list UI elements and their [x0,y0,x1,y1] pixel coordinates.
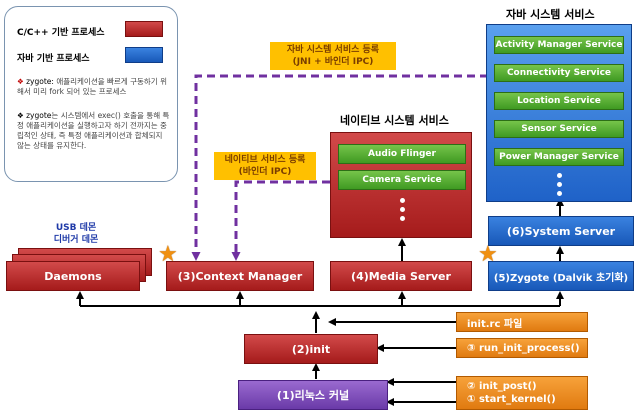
system-server-box: (6)System Server [488,216,634,246]
legend-note-1: ❖ zygote: 애플리케이션을 빠르게 구동하기 위해서 미리 fork 되… [17,77,171,97]
native-services-more [399,198,405,221]
legend-note-2: ❖ zygote는 시스템에서 exec() 호출을 통해 특정 애플리케이션을… [17,111,171,151]
legend-note-1-title: zygote: [26,77,54,86]
legend-note-2-text: 는 시스템에서 exec() 호출을 통해 특정 애플리케이션을 실행하고자 하… [17,111,170,150]
java-service-item: Connectivity Service [494,64,624,82]
java-registration-note: 자바 시스템 서비스 등록 (JNI + 바인더 IPC) [270,42,396,70]
kernel-steps-box: ② init_post() ① start_kernel() [456,376,588,410]
media-server-box: (4)Media Server [330,261,472,291]
star-icon: ★ [158,242,178,267]
bullet-icon: ❖ [17,77,24,86]
legend-note-2-title: zygote [26,111,52,120]
run-init-process-step: ③ run_init_process() [456,338,588,358]
legend-java-label: 자바 기반 프로세스 [17,54,90,64]
native-registration-note: 네이티브 서비스 등록 (바인더 IPC) [214,152,316,180]
native-registration-line2: (바인더 IPC) [238,167,292,177]
java-registration-line1: 자바 시스템 서비스 등록 [286,45,380,55]
context-manager-box: (3)Context Manager [166,261,314,291]
legend-panel: C/C++ 기반 프로세스 자바 기반 프로세스 ❖ zygote: 애플리케이… [4,6,178,182]
java-service-item: Location Service [494,92,624,110]
zygote-box: (5)Zygote (Dalvik 초기화) [488,261,634,291]
init-rc-step: init.rc 파일 [456,312,588,332]
native-services-title: 네이티브 시스템 서비스 [340,114,449,127]
java-service-item: Activity Manager Service [494,36,624,54]
legend-note-1-text: 애플리케이션을 빠르게 구동하기 위해서 미리 fork 되어 있는 프로세스 [17,77,167,96]
java-service-item: Sensor Service [494,120,624,138]
init-post-step: ② init_post() [467,381,537,392]
native-registration-line [231,180,330,261]
java-registration-line2: (JNI + 바인더 IPC) [292,57,374,67]
star-icon: ★ [478,242,498,267]
kernel-box: (1)리눅스 커널 [238,380,388,410]
usb-daemon-text: USB 데몬 [55,223,97,233]
native-service-item: Camera Service [338,170,466,190]
start-kernel-step: ① start_kernel() [467,394,556,405]
native-registration-line1: 네이티브 서비스 등록 [224,155,306,165]
java-service-item: Power Manager Service [494,148,624,166]
init-box: (2)init [244,334,378,364]
java-services-title: 자바 시스템 서비스 [506,8,595,21]
debugger-daemon-text: 디버거 데몬 [53,235,99,245]
legend-native-swatch [125,21,163,37]
legend-native-label: C/C++ 기반 프로세스 [17,28,105,38]
bullet-icon: ❖ [17,111,24,120]
java-services-more [556,173,562,196]
daemons-box: Daemons [6,261,140,291]
java-registration-line [191,74,488,261]
native-service-item: Audio Flinger [338,144,466,164]
legend-java-swatch [125,47,163,63]
